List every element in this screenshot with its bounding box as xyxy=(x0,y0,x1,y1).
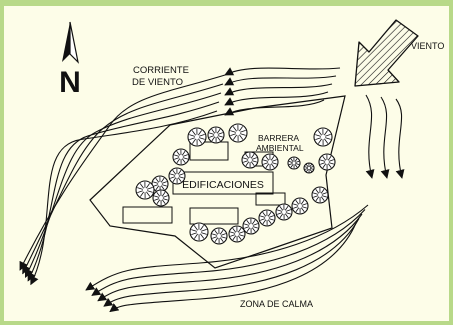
wind-current-label-line1: CORRIENTE xyxy=(133,65,189,76)
wind-streamline xyxy=(24,92,222,279)
wind-streamline xyxy=(380,96,390,179)
tree-icon xyxy=(210,227,228,245)
building-block xyxy=(189,207,239,225)
wind-direction-arrow-icon xyxy=(354,19,419,87)
tree-icon xyxy=(261,153,279,171)
tree-icon xyxy=(241,151,259,169)
wind-streamline xyxy=(103,218,360,307)
wind-streamline xyxy=(224,91,329,106)
wind-streamline xyxy=(224,83,333,96)
barrier-label-line2: AMBIENTAL xyxy=(256,143,304,153)
wind-streamline xyxy=(91,209,366,296)
tree-icon xyxy=(318,153,336,171)
building-block xyxy=(189,141,229,161)
tree-icon xyxy=(152,189,170,207)
tree-icon xyxy=(172,148,190,166)
building-block xyxy=(122,206,173,224)
building-block xyxy=(255,192,286,206)
wind-streamline xyxy=(395,98,405,179)
wind-streamline xyxy=(224,67,341,76)
wind-streamline xyxy=(109,222,357,313)
tree-icon xyxy=(207,126,225,144)
wind-streamline xyxy=(30,110,218,286)
tree-icon xyxy=(168,167,186,185)
tree-icon xyxy=(187,127,207,147)
tree-icon xyxy=(291,197,309,215)
tree-icon xyxy=(303,162,315,174)
north-arrow-icon: N xyxy=(59,21,81,99)
tree-icon xyxy=(311,186,329,204)
wind-current-label-line2: DE VIENTO xyxy=(132,77,183,88)
wind-streamline xyxy=(27,101,220,282)
tree-icon xyxy=(287,156,301,170)
wind-streamline xyxy=(97,213,363,302)
buildings-label: EDIFICACIONES xyxy=(182,179,264,191)
tree-icon xyxy=(275,203,293,221)
tree-icon xyxy=(258,209,276,227)
wind-streamline xyxy=(224,99,325,116)
tree-icon xyxy=(135,180,155,200)
tree-icon xyxy=(189,222,209,242)
tree-group xyxy=(135,123,336,245)
barrier-label-line1: BARRERA xyxy=(258,133,299,143)
calm-zone-label: ZONA DE CALMA xyxy=(240,299,313,309)
tree-icon xyxy=(313,127,333,147)
wind-streamline xyxy=(85,204,369,291)
site-parcel xyxy=(89,95,346,269)
wind-streamlines xyxy=(19,67,405,313)
wind-streamline xyxy=(365,94,375,179)
wind-streamline xyxy=(224,75,337,86)
tree-icon xyxy=(228,225,246,243)
tree-icon xyxy=(242,217,260,235)
wind-label: VIENTO xyxy=(411,41,444,51)
tree-icon xyxy=(228,123,248,143)
north-label: N xyxy=(59,66,81,99)
